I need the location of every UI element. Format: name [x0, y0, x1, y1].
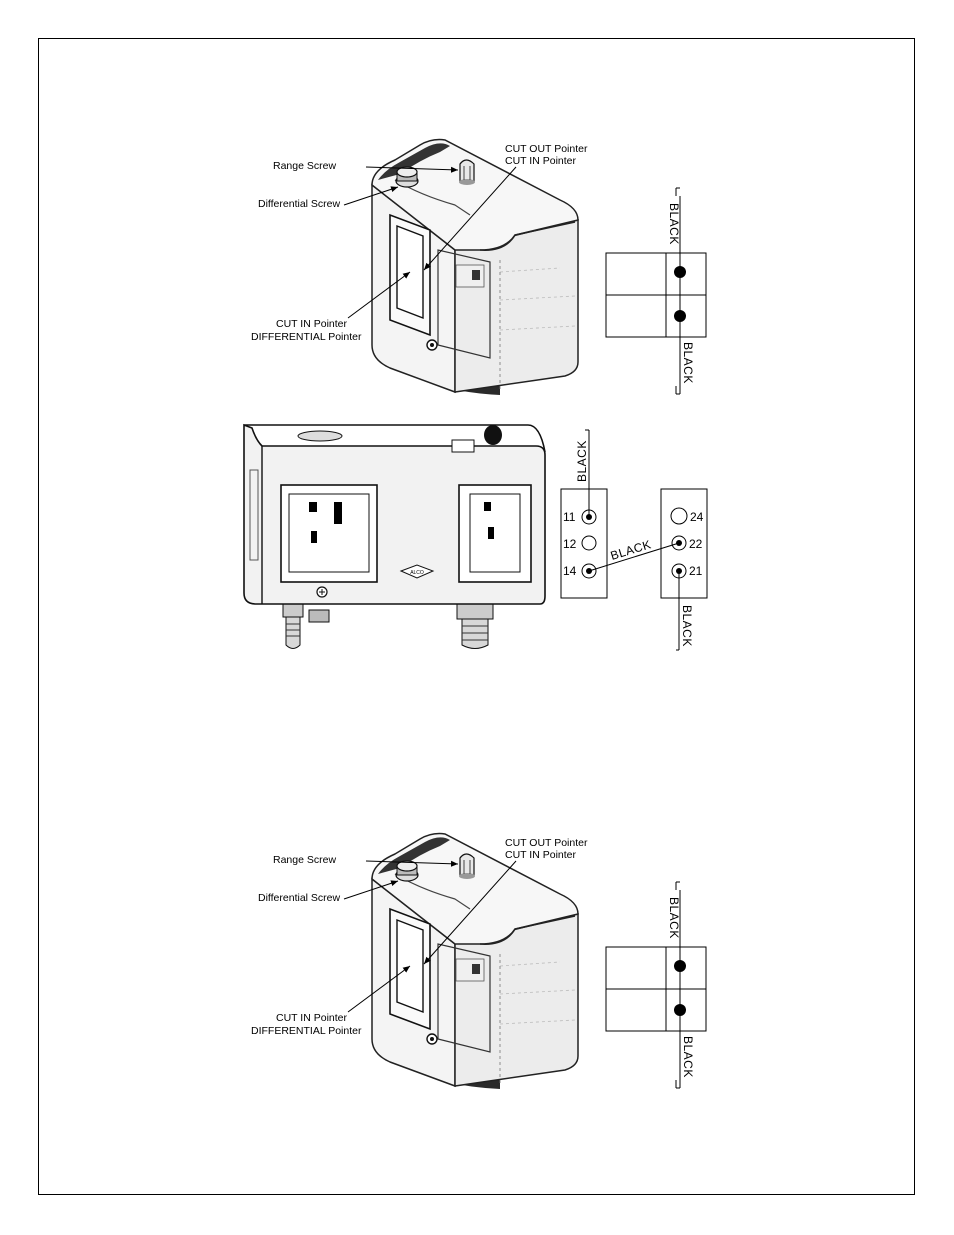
bottom-differential-pointer-label: DIFFERENTIAL Pointer: [251, 1025, 362, 1037]
top-cut-out-pointer-label: CUT OUT Pointer: [505, 143, 588, 155]
top-wire-label-upper: BLACK: [667, 203, 681, 245]
bottom-cut-in-pointer-top-label: CUT IN Pointer: [505, 849, 576, 861]
top-cut-in-pointer-leader: [347, 271, 411, 319]
bottom-single-pressure-control: [371, 832, 579, 1090]
bottom-cut-in-pointer-label: CUT IN Pointer: [276, 1012, 347, 1024]
top-range-screw-leader: [365, 166, 459, 173]
top-single-pressure-control: [371, 138, 579, 396]
terminal-14: 14: [563, 564, 577, 578]
bottom-cut-out-pointer-label: CUT OUT Pointer: [505, 837, 588, 849]
middle-wire-label-jumper: BLACK: [609, 537, 653, 563]
bottom-cut-in-pointer-leader: [347, 965, 411, 1013]
bottom-differential-screw-leader: [343, 880, 399, 900]
bottom-differential-screw-label: Differential Screw: [258, 892, 341, 904]
terminal-24: 24: [690, 510, 704, 524]
jumper-wire: [588, 542, 680, 572]
page-border: [38, 38, 915, 1195]
bottom-wire-label-upper: BLACK: [667, 897, 681, 939]
top-cut-in-pointer-top-label: CUT IN Pointer: [505, 155, 576, 167]
top-differential-screw-leader: [343, 186, 399, 206]
top-differential-screw-label: Differential Screw: [258, 198, 341, 210]
top-range-screw-label: Range Screw: [273, 160, 336, 172]
right-terminal-block: 24 22 21: [660, 488, 708, 651]
bottom-range-screw-label: Range Screw: [273, 854, 336, 866]
bottom-range-screw-leader: [365, 860, 459, 867]
terminal-22: 22: [689, 537, 703, 551]
bottom-wire-label-lower: BLACK: [681, 1036, 695, 1078]
top-wire-label-lower: BLACK: [681, 342, 695, 384]
dual-pressure-control: ALCO: [243, 423, 546, 649]
bottom-cut-out-pointer-leader: [423, 860, 517, 965]
middle-wire-label-left: BLACK: [575, 440, 589, 482]
terminal-12: 12: [563, 537, 577, 551]
terminal-21: 21: [689, 564, 703, 578]
terminal-11: 11: [563, 510, 576, 524]
middle-wire-label-right: BLACK: [680, 605, 694, 647]
left-terminal-block: 11 12 14: [560, 429, 608, 599]
top-cut-in-pointer-label: CUT IN Pointer: [276, 318, 347, 330]
top-cut-out-pointer-leader: [423, 166, 517, 271]
alco-logo: ALCO: [410, 570, 424, 576]
top-differential-pointer-label: DIFFERENTIAL Pointer: [251, 331, 362, 343]
